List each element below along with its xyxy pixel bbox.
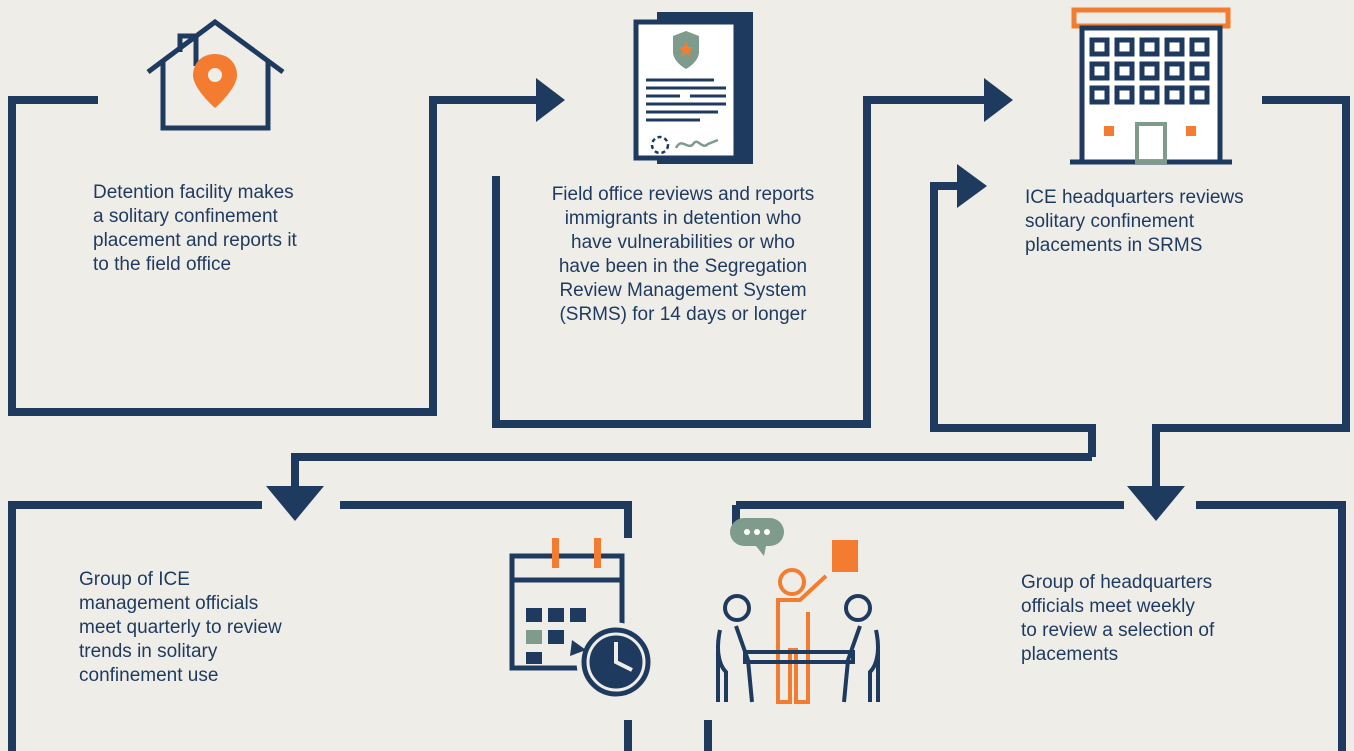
text-line: to the field office	[93, 254, 232, 275]
text-line: placements in SRMS	[1025, 235, 1203, 256]
arrowhead-to-weekly	[1127, 486, 1185, 521]
step-quarterly-text: Group of ICE management officials meet q…	[79, 568, 379, 688]
text-line: Detention facility makes	[93, 182, 294, 203]
building-window	[1114, 85, 1135, 105]
building-window	[1164, 37, 1185, 57]
text-line: a solitary confinement	[93, 206, 278, 227]
arrowhead-loop-headquarters	[957, 164, 987, 208]
arrowhead-to-field-office	[536, 78, 565, 122]
step-field-office-text: Field office reviews and reports immigra…	[508, 183, 858, 327]
connector-quarterly-right	[340, 501, 632, 538]
step-facility-text: Detention facility makes a solitary conf…	[93, 181, 393, 277]
step-weekly-text: Group of headquarters officials meet wee…	[1021, 571, 1321, 667]
certified-document-icon	[633, 12, 753, 164]
text-line: officials meet weekly	[1021, 596, 1195, 617]
building-window	[1139, 85, 1160, 105]
arrowhead-to-headquarters	[984, 78, 1013, 122]
text-line: management officials	[79, 593, 259, 614]
connector-quarterly-box	[8, 501, 262, 751]
text-line: solitary confinement	[1025, 211, 1194, 232]
connector-to-quarterly	[291, 453, 1092, 488]
text-line: Field office reviews and reports	[551, 184, 815, 205]
text-line: immigrants in detention who	[564, 208, 802, 229]
text-line: Group of ICE	[79, 569, 190, 590]
connector-field-office-box	[492, 96, 990, 428]
text-line: meet quarterly to review	[79, 617, 282, 638]
building-window	[1089, 61, 1110, 81]
text-line: to review a selection of	[1021, 620, 1215, 641]
connector-headquarters-to-weekly	[1152, 96, 1350, 488]
building-window	[1089, 37, 1110, 57]
house-location-pin-icon	[146, 18, 285, 131]
connector-loop-to-headquarters	[930, 182, 1096, 457]
building-window	[1189, 85, 1210, 105]
building-window	[1089, 85, 1110, 105]
connector-facility-box	[8, 96, 540, 416]
arrowhead-to-quarterly	[266, 486, 324, 521]
building-window	[1164, 85, 1185, 105]
text-line: have vulnerabilities or who	[571, 232, 795, 253]
text-line: ICE headquarters reviews	[1025, 187, 1244, 208]
step-headquarters-text: ICE headquarters reviews solitary confin…	[1025, 186, 1325, 258]
text-line: Review Management System	[559, 280, 807, 301]
building-window	[1139, 37, 1160, 57]
building-window	[1164, 61, 1185, 81]
text-line: Group of headquarters	[1021, 572, 1213, 593]
text-line: confinement use	[79, 665, 219, 686]
text-line: placement and reports it	[93, 230, 297, 251]
connector-weekly-right	[1196, 501, 1346, 751]
building-window	[1114, 37, 1135, 57]
text-line: have been in the Segregation	[558, 256, 808, 277]
text-line: (SRMS) for 14 days or longer	[559, 304, 807, 325]
text-line: trends in solitary	[79, 641, 218, 662]
building-window	[1189, 61, 1210, 81]
office-building-icon	[1070, 7, 1232, 165]
calendar-clock-icon	[509, 538, 656, 702]
building-window	[1189, 37, 1210, 57]
building-window	[1139, 61, 1160, 81]
text-line: placements	[1021, 644, 1119, 665]
building-window	[1114, 61, 1135, 81]
meeting-presentation-icon	[716, 518, 880, 704]
